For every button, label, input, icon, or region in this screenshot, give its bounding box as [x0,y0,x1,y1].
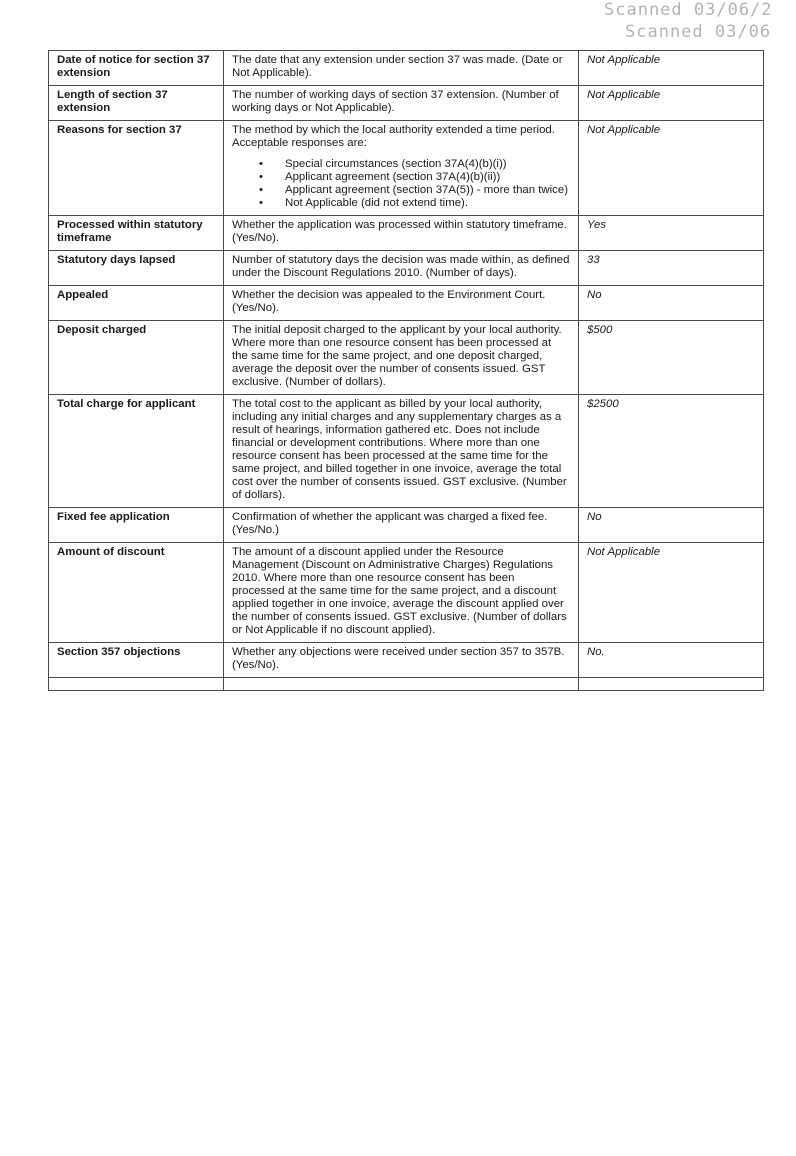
field-name: Amount of discount [48,542,224,643]
field-description: Whether any objections were received und… [223,642,579,678]
list-item: Applicant agreement (section 37A(4)(b)(i… [259,171,570,184]
empty-cell [223,677,579,691]
field-description: Number of statutory days the decision wa… [223,250,579,286]
table-row: Total charge for applicant The total cos… [48,394,764,508]
field-name: Date of notice for section 37 extension [48,50,224,86]
field-name: Reasons for section 37 [48,120,224,216]
table-row: Section 357 objections Whether any objec… [48,642,764,678]
table-row: Statutory days lapsed Number of statutor… [48,250,764,286]
field-value: No [578,507,764,543]
field-name: Appealed [48,285,224,321]
field-value: Yes [578,215,764,251]
field-name: Deposit charged [48,320,224,395]
list-item: Applicant agreement (section 37A(5)) - m… [259,184,570,197]
field-value: Not Applicable [578,542,764,643]
field-name: Fixed fee application [48,507,224,543]
table-row: Appealed Whether the decision was appeal… [48,285,764,321]
field-description: The method by which the local authority … [223,120,579,216]
acceptable-responses-list: Special circumstances (section 37A(4)(b)… [232,158,570,210]
field-description: Whether the decision was appealed to the… [223,285,579,321]
table-row: Length of section 37 extension The numbe… [48,85,764,121]
field-value: Not Applicable [578,50,764,86]
field-description: The initial deposit charged to the appli… [223,320,579,395]
field-name: Total charge for applicant [48,394,224,508]
field-value: No. [578,642,764,678]
field-description-text: The method by which the local authority … [232,124,555,149]
scanned-stamp: Scanned 03/06 [625,22,772,42]
scanned-stamp: Scanned 03/06/2 [604,0,773,20]
empty-cell [48,677,224,691]
field-description: The number of working days of section 37… [223,85,579,121]
field-name: Processed within statutory timeframe [48,215,224,251]
table-row: Reasons for section 37 The method by whi… [48,120,764,216]
field-name: Section 357 objections [48,642,224,678]
field-description: The total cost to the applicant as bille… [223,394,579,508]
table-row: Processed within statutory timeframe Whe… [48,215,764,251]
field-value: No [578,285,764,321]
table-row: Date of notice for section 37 extension … [48,50,764,86]
field-value: 33 [578,250,764,286]
empty-row [48,677,764,691]
field-value: Not Applicable [578,120,764,216]
field-description: The amount of a discount applied under t… [223,542,579,643]
field-description: The date that any extension under sectio… [223,50,579,86]
field-name: Length of section 37 extension [48,85,224,121]
field-name: Statutory days lapsed [48,250,224,286]
list-item: Not Applicable (did not extend time). [259,197,570,210]
table-row: Amount of discount The amount of a disco… [48,542,764,643]
field-description: Whether the application was processed wi… [223,215,579,251]
consent-fields-table: Date of notice for section 37 extension … [48,50,764,691]
empty-cell [578,677,764,691]
list-item: Special circumstances (section 37A(4)(b)… [259,158,570,171]
field-value: Not Applicable [578,85,764,121]
table-row: Fixed fee application Confirmation of wh… [48,507,764,543]
field-description: Confirmation of whether the applicant wa… [223,507,579,543]
field-value: $2500 [578,394,764,508]
table-row: Deposit charged The initial deposit char… [48,320,764,395]
field-value: $500 [578,320,764,395]
